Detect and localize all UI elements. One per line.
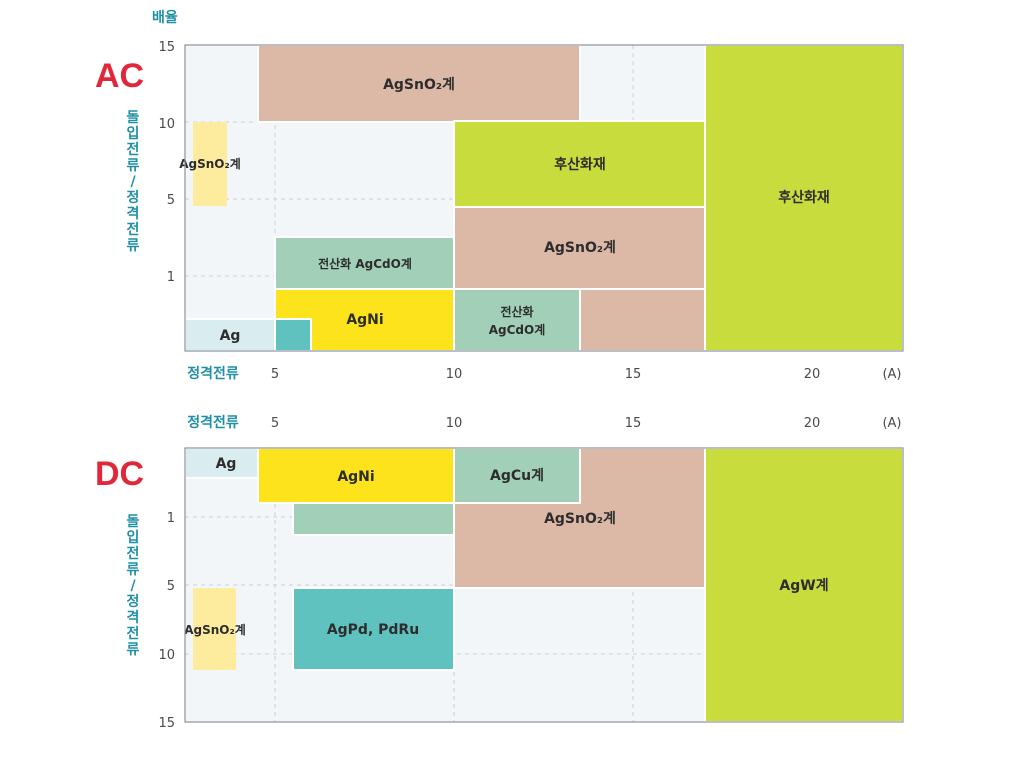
dc-y-tick: 15	[158, 716, 175, 731]
ac-y-axis-label: 돌 입 전 류 / 정 격 전 류	[127, 110, 140, 254]
dc-block-agsno2-small-label: AgSnO₂계	[184, 622, 246, 637]
svg-text:격: 격	[127, 205, 140, 222]
dc-x-tick: 5	[271, 416, 279, 431]
dc-y-ticks: 1 5 10 15	[158, 511, 175, 731]
ac-y-tick: 15	[158, 40, 175, 55]
dc-block-agw-label: AgW계	[779, 578, 828, 594]
ac-x-tick: 15	[625, 367, 642, 382]
ac-block-jeonsan2-line1: 전산화	[500, 304, 533, 319]
dc-block-agsno2-label: AgSnO₂계	[544, 511, 616, 527]
ac-block-agsno2-top	[257, 44, 581, 123]
dc-y-tick: 10	[158, 648, 175, 663]
ac-block-huusan-right-label: 후산화재	[778, 189, 830, 206]
ac-x-tick: 10	[446, 367, 463, 382]
dc-block-agcu	[453, 447, 581, 504]
dc-block-agcu-label: AgCu계	[490, 468, 544, 484]
dc-y-tick: 1	[167, 511, 175, 526]
dc-block-ag	[184, 447, 259, 479]
dc-x-unit: (A)	[882, 416, 901, 431]
dc-x-axis-label: 정격전류	[187, 414, 239, 431]
svg-text:전: 전	[127, 141, 140, 158]
svg-text:/: /	[130, 578, 136, 594]
dc-block-agpd-label: AgPd, PdRu	[327, 622, 419, 638]
dc-block-agw	[704, 447, 904, 723]
dc-x-tick: 10	[446, 416, 463, 431]
ac-block-agsno2-low	[579, 288, 706, 352]
ac-block-jeonsan2	[453, 288, 581, 352]
svg-text:격: 격	[127, 609, 140, 626]
ac-block-agni-label: AgNi	[346, 312, 383, 328]
svg-text:전: 전	[127, 221, 140, 238]
dc-x-ticks: 5 10 15 20 (A)	[271, 416, 902, 431]
ac-block-agsno2-small	[193, 122, 227, 206]
svg-text:류: 류	[127, 158, 140, 174]
svg-text:류: 류	[127, 642, 140, 658]
svg-text:입: 입	[127, 126, 140, 142]
svg-text:정: 정	[127, 189, 140, 206]
dc-block-agni-label: AgNi	[337, 469, 374, 485]
ac-block-agsno2-top-label: AgSnO₂계	[383, 77, 455, 93]
dc-x-tick: 15	[625, 416, 642, 431]
ac-block-jeonsan-agcdo-label: 전산화 AgCdO계	[318, 256, 412, 271]
svg-text:입: 입	[127, 530, 140, 546]
svg-text:돌: 돌	[127, 110, 140, 126]
ac-x-axis-label: 정격전류	[187, 365, 239, 382]
ac-block-agsno2-small-label: AgSnO₂계	[179, 156, 241, 171]
ac-y-ticks: 15 10 5 1	[158, 40, 175, 285]
svg-text:돌: 돌	[127, 514, 140, 530]
svg-text:류: 류	[127, 238, 140, 254]
dc-y-axis-label: 돌 입 전 류 / 정 격 전 류	[127, 514, 140, 658]
dc-y-tick: 5	[167, 579, 175, 594]
svg-text:전: 전	[127, 545, 140, 562]
ac-block-agsno2-mid-label: AgSnO₂계	[544, 240, 616, 256]
svg-text:정: 정	[127, 593, 140, 610]
svg-text:류: 류	[127, 562, 140, 578]
svg-text:전: 전	[127, 625, 140, 642]
ac-block-huusan-mid-label: 후산화재	[554, 156, 606, 173]
dc-plot-frame	[184, 447, 904, 723]
ac-top-axis-label: 배율	[152, 9, 178, 26]
dc-block-agsno2-small	[193, 588, 236, 670]
ac-y-tick: 10	[158, 117, 175, 132]
dc-block-agpd	[292, 587, 455, 671]
ac-x-unit: (A)	[882, 367, 901, 382]
ac-y-tick: 1	[167, 270, 175, 285]
ac-y-tick: 5	[167, 193, 175, 208]
ac-block-teal-small	[274, 318, 312, 352]
ac-x-ticks: 5 10 15 20 (A)	[271, 367, 902, 382]
ac-section-label: AC	[95, 57, 144, 95]
ac-plot-frame	[184, 44, 904, 352]
ac-x-tick: 5	[271, 367, 279, 382]
dc-block-mint-bar	[292, 502, 455, 536]
dc-x-tick: 20	[804, 416, 821, 431]
ac-block-ag-label: Ag	[220, 328, 241, 344]
dc-section-label: DC	[95, 455, 144, 493]
dc-block-ag-label: Ag	[216, 456, 237, 472]
ac-block-jeonsan2-line2: AgCdO계	[489, 322, 546, 337]
dc-block-agni	[257, 447, 455, 504]
ac-x-tick: 20	[804, 367, 821, 382]
svg-text:/: /	[130, 174, 136, 190]
